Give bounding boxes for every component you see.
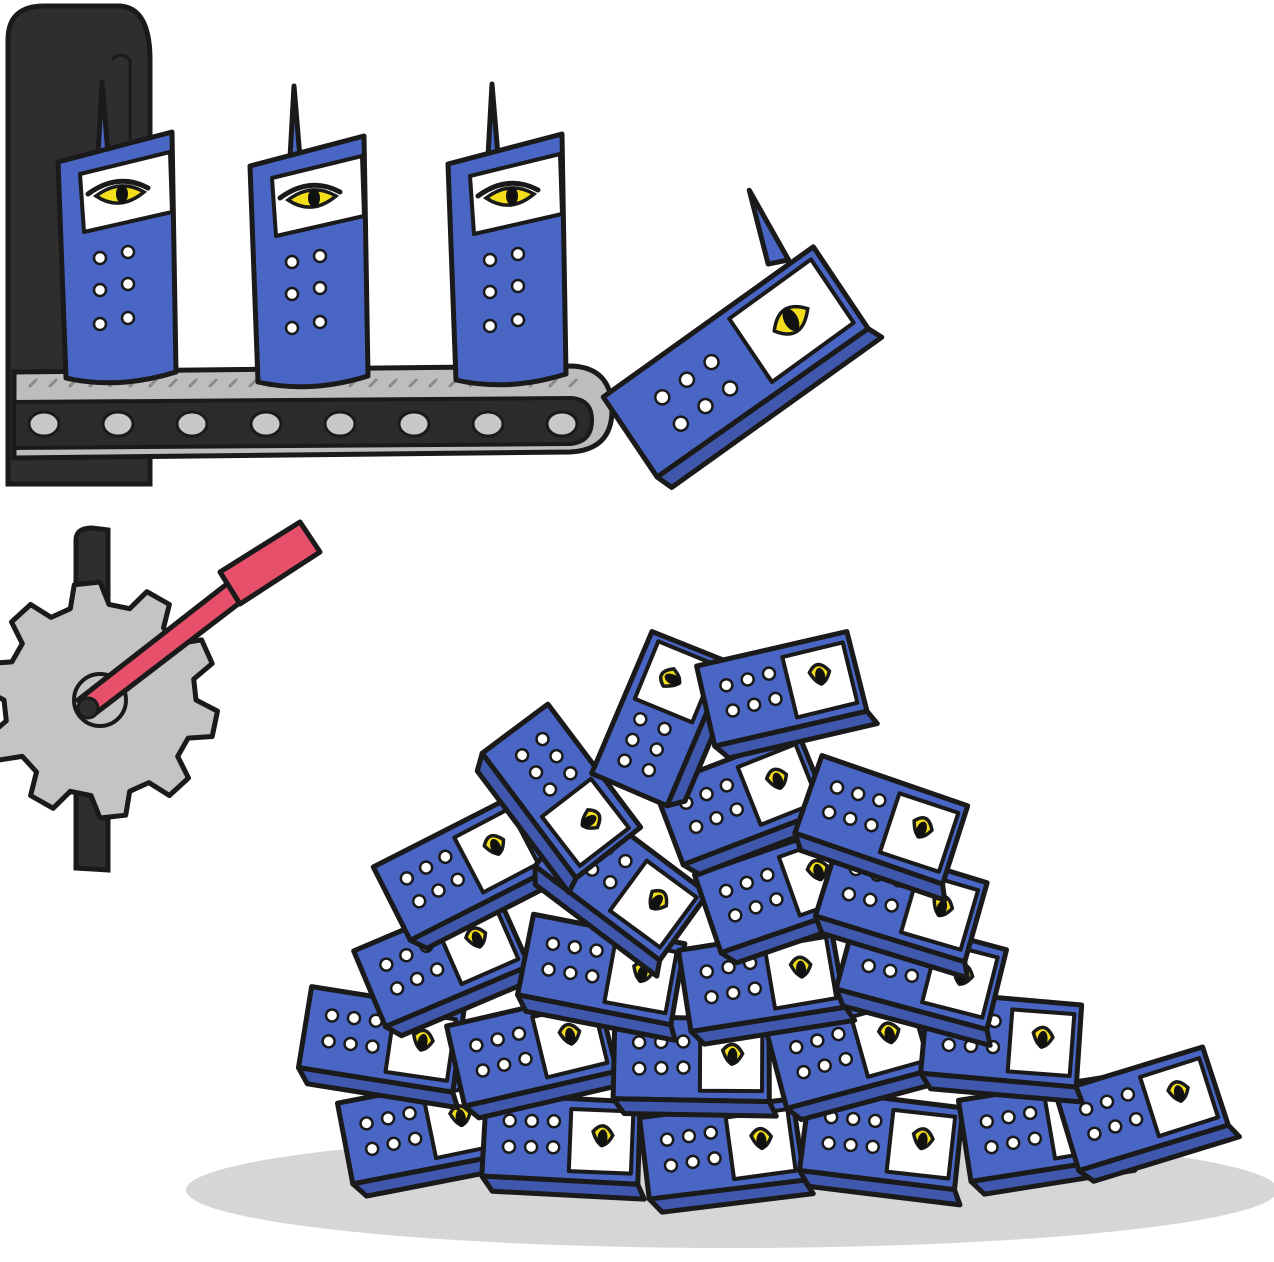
belt-roller (27, 410, 61, 438)
belt-roller (397, 410, 431, 438)
phone-pile (292, 619, 1242, 1213)
lever (75, 519, 323, 720)
belt-roller (323, 410, 357, 438)
pile-phone (695, 629, 879, 761)
belt-roller (471, 410, 505, 438)
phone-standing-3 (448, 84, 566, 385)
phone-standing-2 (250, 86, 368, 387)
belt-roller (175, 410, 209, 438)
phone-falling (600, 187, 885, 490)
belt-roller (101, 410, 135, 438)
belt-roller (545, 410, 579, 438)
belt-roller (249, 410, 283, 438)
